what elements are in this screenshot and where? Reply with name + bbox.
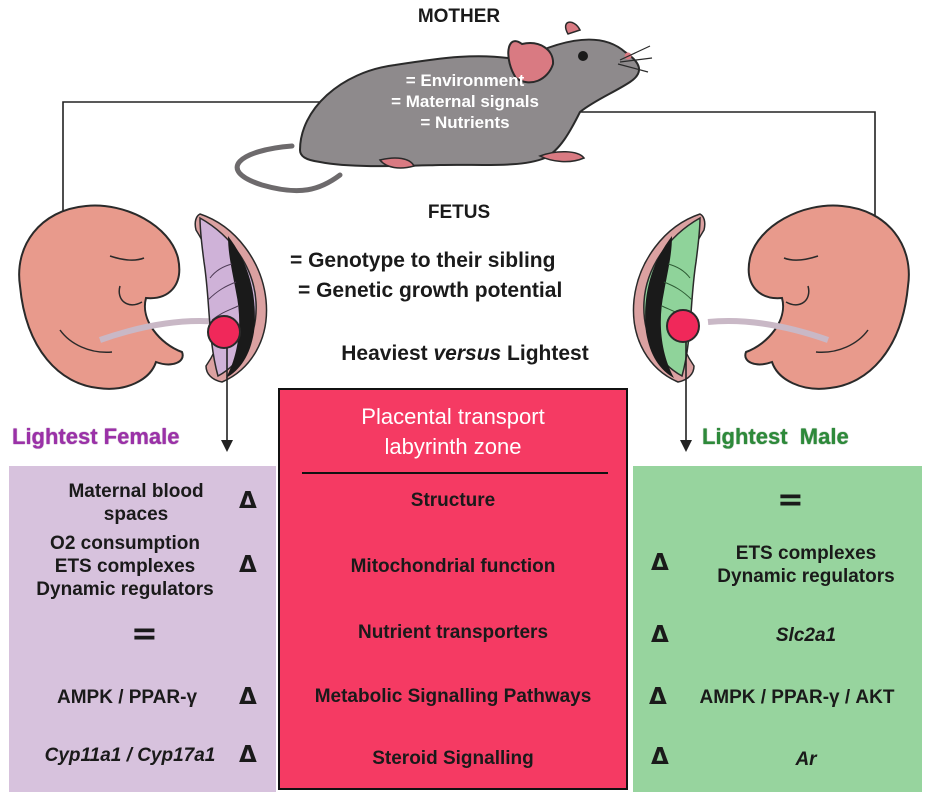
mother-factor: = Nutrients xyxy=(420,113,510,132)
comparison-pre: Heaviest xyxy=(341,342,434,365)
female-row-line: O2 consumption xyxy=(50,533,200,554)
center-panel: Placental transport labyrinth zone Struc… xyxy=(278,388,628,790)
male-placenta-icon xyxy=(632,213,706,452)
female-row-1: Maternal blood spaces xyxy=(31,480,241,526)
comparison-em: versus xyxy=(433,342,502,365)
female-row-5: Cyp11a1 / Cyp17a1 xyxy=(44,745,216,766)
female-row-line: Dynamic regulators xyxy=(36,579,214,600)
mother-title: MOTHER xyxy=(417,6,501,27)
mother-factor: = Environment xyxy=(405,71,525,90)
center-title: Placental transport labyrinth zone xyxy=(280,402,626,462)
center-title-line: labyrinth zone xyxy=(384,434,522,459)
female-marker-1: Δ xyxy=(239,488,257,514)
female-marker-5: Δ xyxy=(239,742,257,768)
male-marker-3: Δ xyxy=(651,622,669,648)
female-marker-4: Δ xyxy=(239,684,257,710)
female-row-2: O2 consumption ETS complexes Dynamic reg… xyxy=(9,532,241,601)
female-panel: Maternal blood spaces Δ O2 consumption E… xyxy=(9,466,276,792)
male-row-line: Dynamic regulators xyxy=(717,566,895,587)
fetus-factor: = Genotype to their sibling xyxy=(290,249,556,272)
mother-factor: = Maternal signals xyxy=(391,92,539,111)
female-placenta-icon xyxy=(194,213,268,452)
female-row-4: AMPK / PPAR-γ xyxy=(56,687,198,708)
center-row-steroid: Steroid Signalling xyxy=(372,748,534,769)
center-row-transporters: Nutrient transporters xyxy=(357,622,549,643)
mother-factors: = Environment = Maternal signals = Nutri… xyxy=(360,70,570,133)
male-row-2: ETS complexes Dynamic regulators xyxy=(693,542,919,588)
fetus-factor: = Genetic growth potential xyxy=(298,279,563,302)
male-row-line: ETS complexes xyxy=(735,543,877,564)
female-marker-3: = xyxy=(131,614,158,652)
male-marker-5: Δ xyxy=(651,744,669,770)
center-row-structure: Structure xyxy=(410,490,496,511)
comparison-heading: Heaviest versus Lightest xyxy=(290,342,640,366)
male-marker-2: Δ xyxy=(651,550,669,576)
male-row-5: Ar xyxy=(795,749,817,770)
male-panel: = Δ ETS complexes Dynamic regulators Δ S… xyxy=(633,466,922,792)
center-title-line: Placental transport xyxy=(361,404,545,429)
female-label: Lightest Female xyxy=(12,424,180,449)
male-pup-icon xyxy=(707,204,910,390)
fetus-factors: = Genotype to their sibling = Genetic gr… xyxy=(290,246,620,306)
center-row-mitochondrial: Mitochondrial function xyxy=(350,556,556,577)
female-row-line: ETS complexes xyxy=(54,556,196,577)
female-row-line: spaces xyxy=(103,504,169,525)
male-marker-1: = xyxy=(777,480,804,518)
female-row-line: Maternal blood xyxy=(68,481,204,502)
fetus-title: FETUS xyxy=(427,202,491,223)
male-row-3: Slc2a1 xyxy=(775,625,837,646)
female-marker-2: Δ xyxy=(239,552,257,578)
male-label: Lightest Male xyxy=(702,424,849,449)
male-marker-4: Δ xyxy=(649,684,667,710)
female-pup-icon xyxy=(18,204,221,390)
center-row-metabolic: Metabolic Signalling Pathways xyxy=(314,686,592,707)
comparison-post: Lightest xyxy=(501,342,589,365)
mother-mouse-icon xyxy=(234,21,653,194)
center-divider xyxy=(302,472,608,474)
male-row-4: AMPK / PPAR-γ / AKT xyxy=(699,687,895,708)
